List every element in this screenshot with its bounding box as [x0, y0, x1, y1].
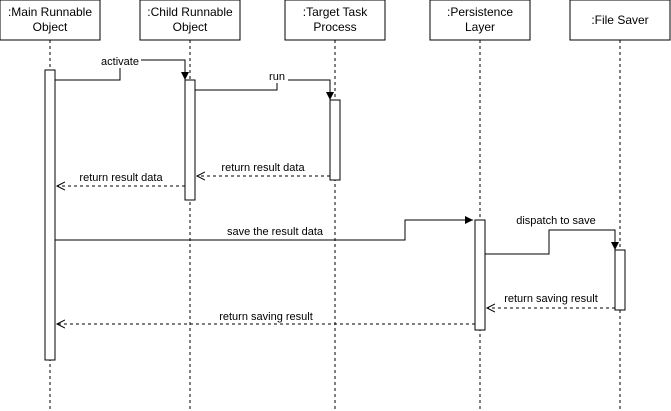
participant-main-line1: :Main Runnable [8, 5, 92, 19]
message-dispatch-to-save-label: dispatch to save [516, 215, 596, 227]
participant-target-line2: Process [313, 20, 356, 34]
activation-main [44, 69, 56, 361]
participant-child: :Child Runnable Object [139, 0, 241, 41]
participant-main: :Main Runnable Object [0, 0, 101, 41]
participant-file-saver-line1: :File Saver [591, 13, 648, 27]
participant-child-line2: Object [173, 20, 208, 34]
activation-file-saver [614, 249, 626, 311]
participant-persistence: :Persistence Layer [429, 0, 531, 41]
participant-persistence-line2: Layer [465, 20, 495, 34]
return-saving-result-1-label: return saving result [504, 293, 598, 305]
participant-persistence-line1: :Persistence [447, 5, 513, 19]
participant-main-line2: Object [33, 20, 68, 34]
message-activate-label: activate [101, 56, 139, 68]
message-run-label: run [269, 71, 285, 83]
participant-file-saver: :File Saver [569, 0, 671, 41]
message-run-arrow [195, 79, 334, 100]
message-save-result-data-arrow [55, 216, 473, 241]
return-result-data-2-label: return result data [79, 172, 163, 184]
return-saving-result-2-label: return saving result [219, 311, 313, 323]
participant-target-line1: :Target Task [303, 5, 368, 19]
activation-child [184, 79, 196, 201]
return-result-data-1-label: return result data [221, 162, 305, 174]
message-save-result-data-label: save the result data [227, 226, 324, 238]
participant-target: :Target Task Process [284, 0, 386, 41]
activation-persistence [474, 219, 486, 331]
activation-target [329, 99, 341, 181]
participant-child-line1: :Child Runnable [147, 5, 233, 19]
message-dispatch-to-save-arrow [485, 229, 619, 255]
